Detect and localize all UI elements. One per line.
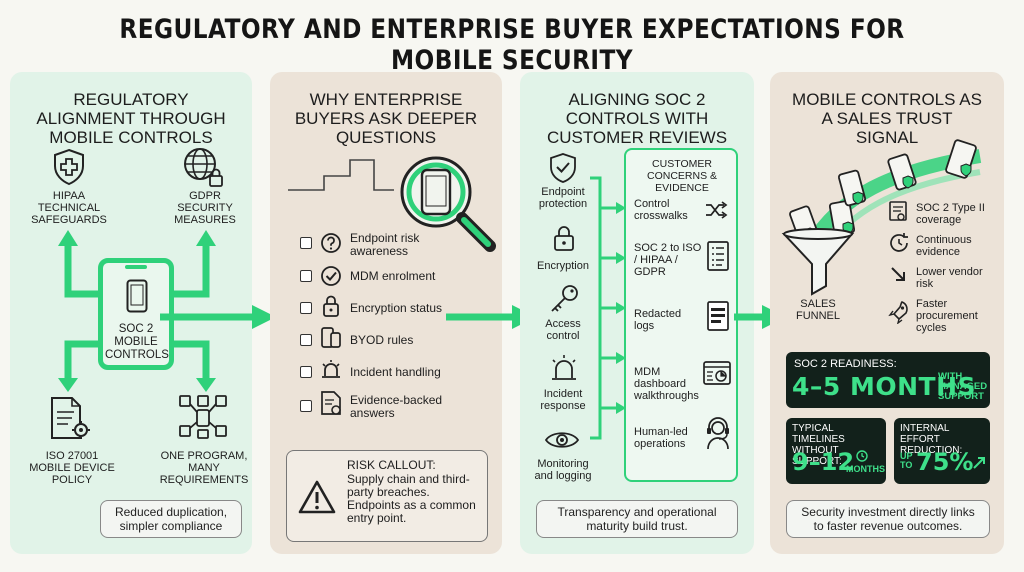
panel4-footer: Security investment directly links to fa… [786,500,990,538]
panel-heading: REGULATORY ALIGNMENT THROUGH MOBILE CONT… [36,90,226,147]
effort-prefix: UP TO [900,451,913,470]
risk-callout-title: RISK CALLOUT: [347,458,436,472]
devices-icon [321,327,341,348]
panel-sales-trust: MOBILE CONTROLS AS A SALES TRUST SIGNAL … [770,72,1004,554]
evidence-item: SOC 2 to ISO / HIPAA / GDPR [634,242,702,278]
eye-icon [544,432,580,448]
customer-evidence-box: CUSTOMER CONCERNS & EVIDENCE Control cro… [624,148,738,482]
panel-soc2-alignment: ALIGNING SOC 2 CONTROLS WITH CUSTOMER RE… [520,72,754,554]
check-circle-icon [321,266,341,286]
padlock-icon [554,226,574,251]
gdpr-label: GDPR SECURITY MEASURES [174,190,236,226]
page-title: REGULATORY AND ENTERPRISE BUYER EXPECTAT… [119,14,905,76]
typical-timelines-stat: TYPICAL TIMELINES WITHOUT SUPPORT: 9–12 … [786,418,886,484]
checkbox-5[interactable] [300,366,312,378]
readiness-stat: SOC 2 READINESS: 4–5 MONTHS WITH MANAGED… [786,352,990,408]
typical-value: 9–12 [792,448,855,476]
dashboard-icon [703,361,731,385]
magnifier-phone-icon [288,156,496,252]
rocket-icon [888,301,908,324]
padlock-icon [323,295,339,317]
shield-check-icon [550,153,576,183]
panel3-footer: Transparency and operational maturity bu… [536,500,738,538]
question-icon [321,233,341,253]
globe-lock-icon [184,148,223,187]
checklist-item: Incident handling [350,365,441,379]
panel-heading: ALIGNING SOC 2 CONTROLS WITH CUSTOMER RE… [546,90,728,147]
evidence-item: Redacted logs [634,308,682,332]
readiness-note: WITH MANAGED SUPPORT [938,371,988,402]
effort-label: INTERNAL EFFORT REDUCTION: [900,423,963,456]
evidence-item: MDM dashboard walkthroughs [634,366,699,402]
sales-funnel-label: SALES FUNNEL [795,298,840,322]
benefit-item: Continuous evidence [916,234,972,258]
control-label: Encryption [537,260,589,272]
checklist-item: Evidence-backed answers [350,393,443,420]
benefit-item: SOC 2 Type II coverage [916,202,985,226]
panel-heading: WHY ENTERPRISE BUYERS ASK DEEPER QUESTIO… [294,90,478,147]
iso-label: ISO 27001 MOBILE DEVICE POLICY [29,450,115,486]
checkbox-3[interactable] [300,302,312,314]
warning-icon [298,480,336,514]
document-gear-icon [51,397,90,439]
typical-label: TYPICAL TIMELINES WITHOUT SUPPORT: [792,423,845,467]
control-label: Incident response [540,388,586,412]
checkbox-4[interactable] [300,334,312,346]
checkbox-2[interactable] [300,270,312,282]
clock-icon [856,450,868,462]
one-program-label: ONE PROGRAM, MANY REQUIREMENTS [159,450,249,486]
trend-up-icon [973,457,985,469]
branch-arrows [58,230,216,392]
checkbox-6[interactable] [300,400,312,412]
effort-reduction-stat: INTERNAL EFFORT REDUCTION: UP TO 75% [894,418,990,484]
readiness-label: SOC 2 READINESS: [794,358,897,370]
checkbox-1[interactable] [300,237,312,249]
key-icon [551,285,578,312]
refresh-clock-icon [890,233,908,252]
evidence-box-title: CUSTOMER CONCERNS & EVIDENCE [646,158,717,194]
panel-regulatory-alignment: REGULATORY ALIGNMENT THROUGH MOBILE CONT… [10,72,252,554]
risk-callout-text: Supply chain and third-party breaches. E… [347,472,476,525]
typical-unit: MONTHS [846,464,885,474]
alarm-icon [322,360,340,378]
checklist-item: MDM enrolment [350,269,436,283]
redacted-doc-icon [707,301,729,331]
phone-icon [126,279,148,313]
funnel-phones-illustration [781,139,982,296]
risk-callout: RISK CALLOUT: Supply chain and third-par… [286,450,488,542]
shuffle-icon [706,201,728,219]
panel-enterprise-buyers: WHY ENTERPRISE BUYERS ASK DEEPER QUESTIO… [270,72,502,554]
headset-icon [707,417,729,450]
panel-heading: MOBILE CONTROLS AS A SALES TRUST SIGNAL [792,90,982,147]
checklist-item: Endpoint risk awareness [350,231,420,258]
effort-value: 75% [916,448,974,476]
certificate-icon [321,391,341,415]
evidence-item: Control crosswalks [634,198,688,222]
document-list-icon [707,241,729,271]
control-label: Access control [545,318,581,342]
checklist-item: BYOD rules [350,333,414,347]
shield-cross-icon [54,148,84,186]
benefit-item: Faster procurement cycles [916,298,978,334]
down-arrow-icon [891,267,905,281]
readiness-value: 4–5 MONTHS [792,372,977,401]
checklist-item: Encryption status [350,301,443,315]
flow-arrow-1 [160,305,276,329]
control-label: Monitoring and logging [534,458,592,482]
alarm-icon [552,355,576,380]
device-network-icon [179,395,227,439]
hipaa-label: HIPAA TECHNICAL SAFEGUARDS [31,190,107,226]
benefit-item: Lower vendor risk [916,266,983,290]
evidence-item: Human-led operations [634,426,688,450]
bracket-connector [590,176,626,440]
control-label: Endpoint protection [538,186,588,210]
soc2-center-label: SOC 2 MOBILE CONTROLS [105,323,169,361]
certificate-icon [889,201,907,221]
panel1-footer: Reduced duplication, simpler compliance [100,500,242,538]
